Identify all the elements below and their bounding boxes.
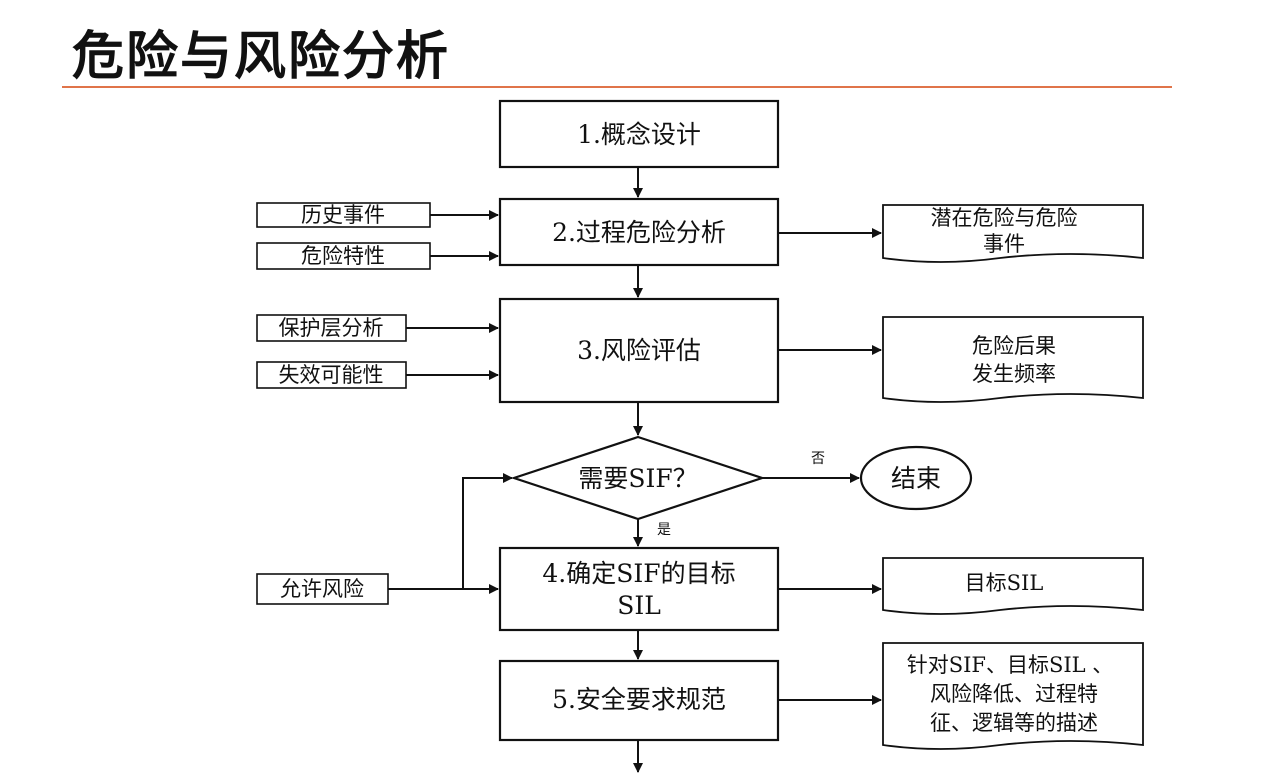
input-hazard-box xyxy=(256,242,431,270)
page-title: 危险与风险分析 xyxy=(72,27,451,87)
no-label: 否 xyxy=(811,451,825,467)
title-divider xyxy=(62,86,1172,88)
input-history-label: 历史事件 xyxy=(301,203,385,227)
input-allowed-risk-box xyxy=(256,573,389,605)
step-1-label: 1.概念设计 xyxy=(577,120,701,149)
step-3-label: 3.风险评估 xyxy=(577,336,701,365)
input-hazard-label: 危险特性 xyxy=(301,244,385,268)
end-ellipse xyxy=(859,445,973,511)
end-label: 结束 xyxy=(891,464,941,493)
yes-label: 是 xyxy=(657,522,671,538)
arrow-allowed-risk-loop xyxy=(462,473,513,589)
output-5-line2: 风险降低、过程特 xyxy=(930,682,1098,706)
output-4-doc xyxy=(882,557,1144,615)
step-5-box xyxy=(498,659,780,742)
output-5-line3: 征、逻辑等的描述 xyxy=(930,711,1098,735)
output-5-doc xyxy=(882,642,1144,750)
output-4-label: 目标SIL xyxy=(965,571,1044,595)
input-allowed-risk-label: 允许风险 xyxy=(280,577,364,601)
step-5-label: 5.安全要求规范 xyxy=(552,685,726,714)
output-3-line2: 发生频率 xyxy=(972,362,1056,386)
output-2-line2: 事件 xyxy=(983,232,1025,256)
input-history-box xyxy=(256,202,431,228)
output-5-line1: 针对SIF、目标SIL 、 xyxy=(907,653,1114,677)
input-protection-label: 保护层分析 xyxy=(279,316,384,340)
step-3-box xyxy=(498,297,780,404)
step-4-label-line1: 4.确定SIF的目标 xyxy=(542,559,735,588)
output-2-doc xyxy=(882,204,1144,263)
output-3-line1: 危险后果 xyxy=(972,334,1056,358)
output-3-doc xyxy=(882,316,1144,403)
step-4-label-line2: SIL xyxy=(617,591,661,620)
step-1-box xyxy=(498,99,780,169)
input-failure-box xyxy=(256,361,407,389)
input-failure-label: 失效可能性 xyxy=(279,363,384,387)
output-2-line1: 潜在危险与危险 xyxy=(931,206,1078,230)
step-2-label: 2.过程危险分析 xyxy=(552,218,726,247)
decision-label: 需要SIF？ xyxy=(578,464,697,493)
step-4-box xyxy=(498,546,780,632)
